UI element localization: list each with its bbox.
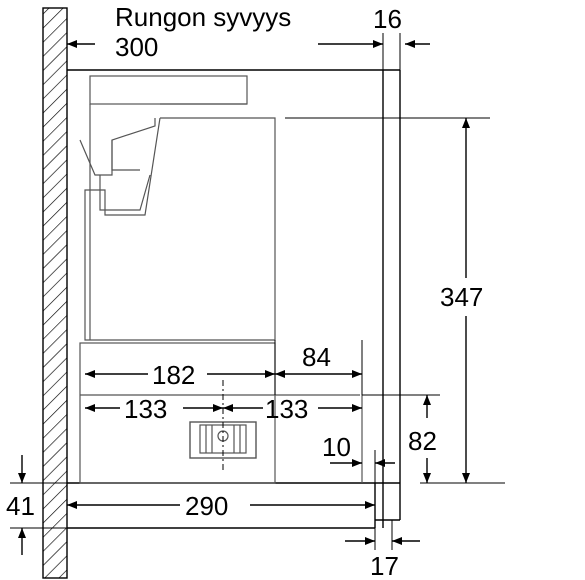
dim-front-bottom: 17	[370, 551, 399, 580]
dim-half-right: 133	[265, 394, 308, 424]
dim-inner-width-182: 182	[152, 360, 195, 390]
dim-offset-10: 10	[322, 432, 351, 462]
dim-front-gap-84: 84	[302, 342, 331, 372]
title-line2: 300	[115, 32, 158, 62]
dim-side-height-82: 82	[408, 426, 437, 456]
wall-hatched	[42, 7, 68, 579]
title-line1: Rungon syvyys	[115, 2, 291, 32]
connector-piece	[189, 380, 257, 470]
dim-front-panel-depth: 16	[373, 4, 402, 34]
dim-bottom-width: 290	[185, 491, 228, 521]
dim-height-total: 347	[440, 282, 483, 312]
hood-unit	[79, 75, 363, 484]
dim-half-left: 133	[124, 394, 167, 424]
dim-base-height: 41	[6, 491, 35, 521]
